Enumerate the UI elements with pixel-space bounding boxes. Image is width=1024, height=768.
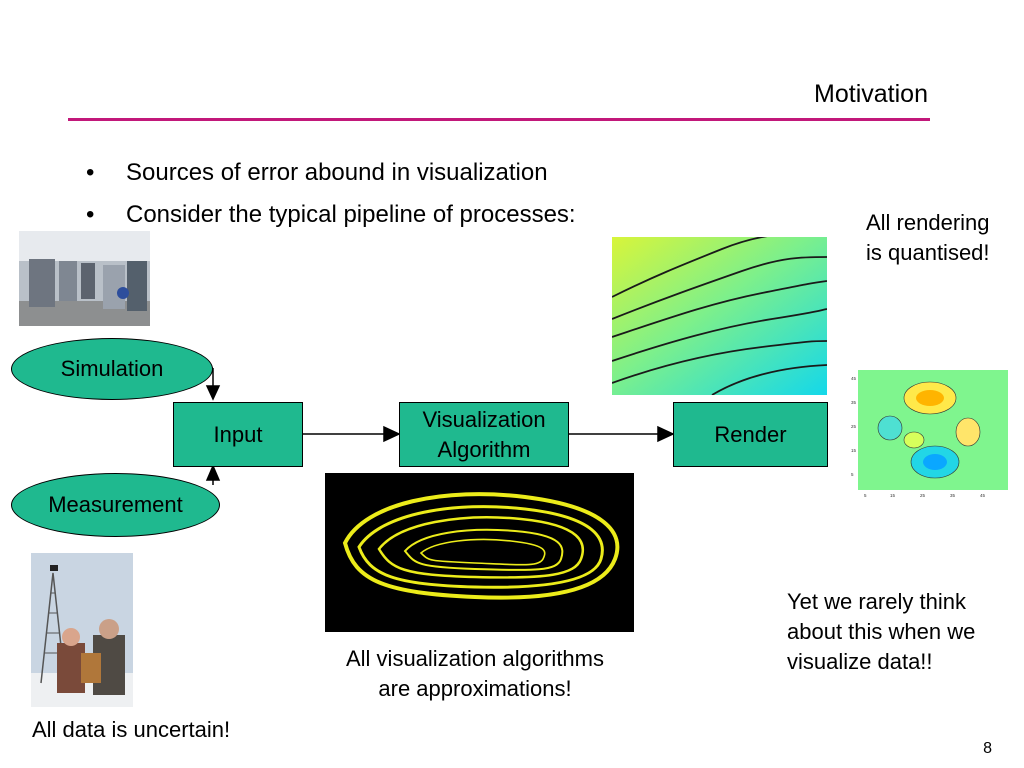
rendering-caption: All rendering is quantised! bbox=[866, 208, 990, 268]
render-label: Render bbox=[714, 421, 787, 447]
svg-text:15: 15 bbox=[890, 493, 896, 498]
rarely-caption-line: about this when we bbox=[787, 619, 976, 644]
bullet-text: Sources of error abound in visualization bbox=[126, 159, 548, 186]
rarely-think-caption: Yet we rarely think about this when we v… bbox=[787, 587, 975, 677]
filled-contour-plot-image: 45 35 25 15 5 5 15 25 35 45 bbox=[850, 370, 1008, 500]
svg-text:5: 5 bbox=[851, 472, 854, 477]
page-number: 8 bbox=[983, 740, 992, 757]
render-node: Render bbox=[673, 402, 828, 467]
svg-text:15: 15 bbox=[851, 448, 857, 453]
simulation-label: Simulation bbox=[60, 356, 164, 381]
bullet-item: • Sources of error abound in visualizatio… bbox=[86, 152, 576, 194]
rarely-caption-line: Yet we rarely think bbox=[787, 589, 966, 614]
input-label: Input bbox=[213, 421, 263, 447]
bullet-icon: • bbox=[86, 159, 95, 186]
svg-text:35: 35 bbox=[950, 493, 956, 498]
contour-plot-image bbox=[612, 237, 827, 395]
svg-text:45: 45 bbox=[851, 376, 857, 381]
bullet-icon: • bbox=[86, 201, 95, 228]
simulation-node: Simulation bbox=[11, 338, 213, 400]
slide-title: Motivation bbox=[814, 80, 928, 108]
algorithms-caption-line: are approximations! bbox=[378, 676, 572, 701]
bullet-item: • Consider the typical pipeline of proces… bbox=[86, 194, 576, 236]
data-uncertain-caption: All data is uncertain! bbox=[32, 717, 231, 742]
svg-text:5: 5 bbox=[864, 493, 867, 498]
input-node: Input bbox=[173, 402, 303, 467]
title-divider bbox=[68, 118, 930, 121]
svg-text:25: 25 bbox=[920, 493, 926, 498]
rarely-caption-line: visualize data!! bbox=[787, 649, 933, 674]
measurement-label: Measurement bbox=[48, 492, 183, 517]
viz-label-line2: Algorithm bbox=[437, 436, 531, 462]
rendering-caption-line: is quantised! bbox=[866, 240, 990, 265]
algorithms-caption-line: All visualization algorithms bbox=[346, 646, 604, 671]
viz-label-line1: Visualization bbox=[422, 406, 546, 432]
bullet-list: • Sources of error abound in visualizatio… bbox=[86, 152, 576, 236]
visualization-algorithm-node: Visualization Algorithm bbox=[399, 402, 569, 467]
rendering-caption-line: All rendering bbox=[866, 210, 990, 235]
measurement-node: Measurement bbox=[11, 473, 220, 537]
bullet-text: Consider the typical pipeline of process… bbox=[126, 201, 576, 228]
field-measurement-photo bbox=[31, 553, 133, 707]
streamline-visualization-image bbox=[325, 473, 634, 632]
svg-text:35: 35 bbox=[851, 400, 857, 405]
svg-text:25: 25 bbox=[851, 424, 857, 429]
svg-text:45: 45 bbox=[980, 493, 986, 498]
supercomputer-room-photo bbox=[19, 231, 150, 326]
algorithms-caption: All visualization algorithms are approxi… bbox=[316, 644, 634, 704]
